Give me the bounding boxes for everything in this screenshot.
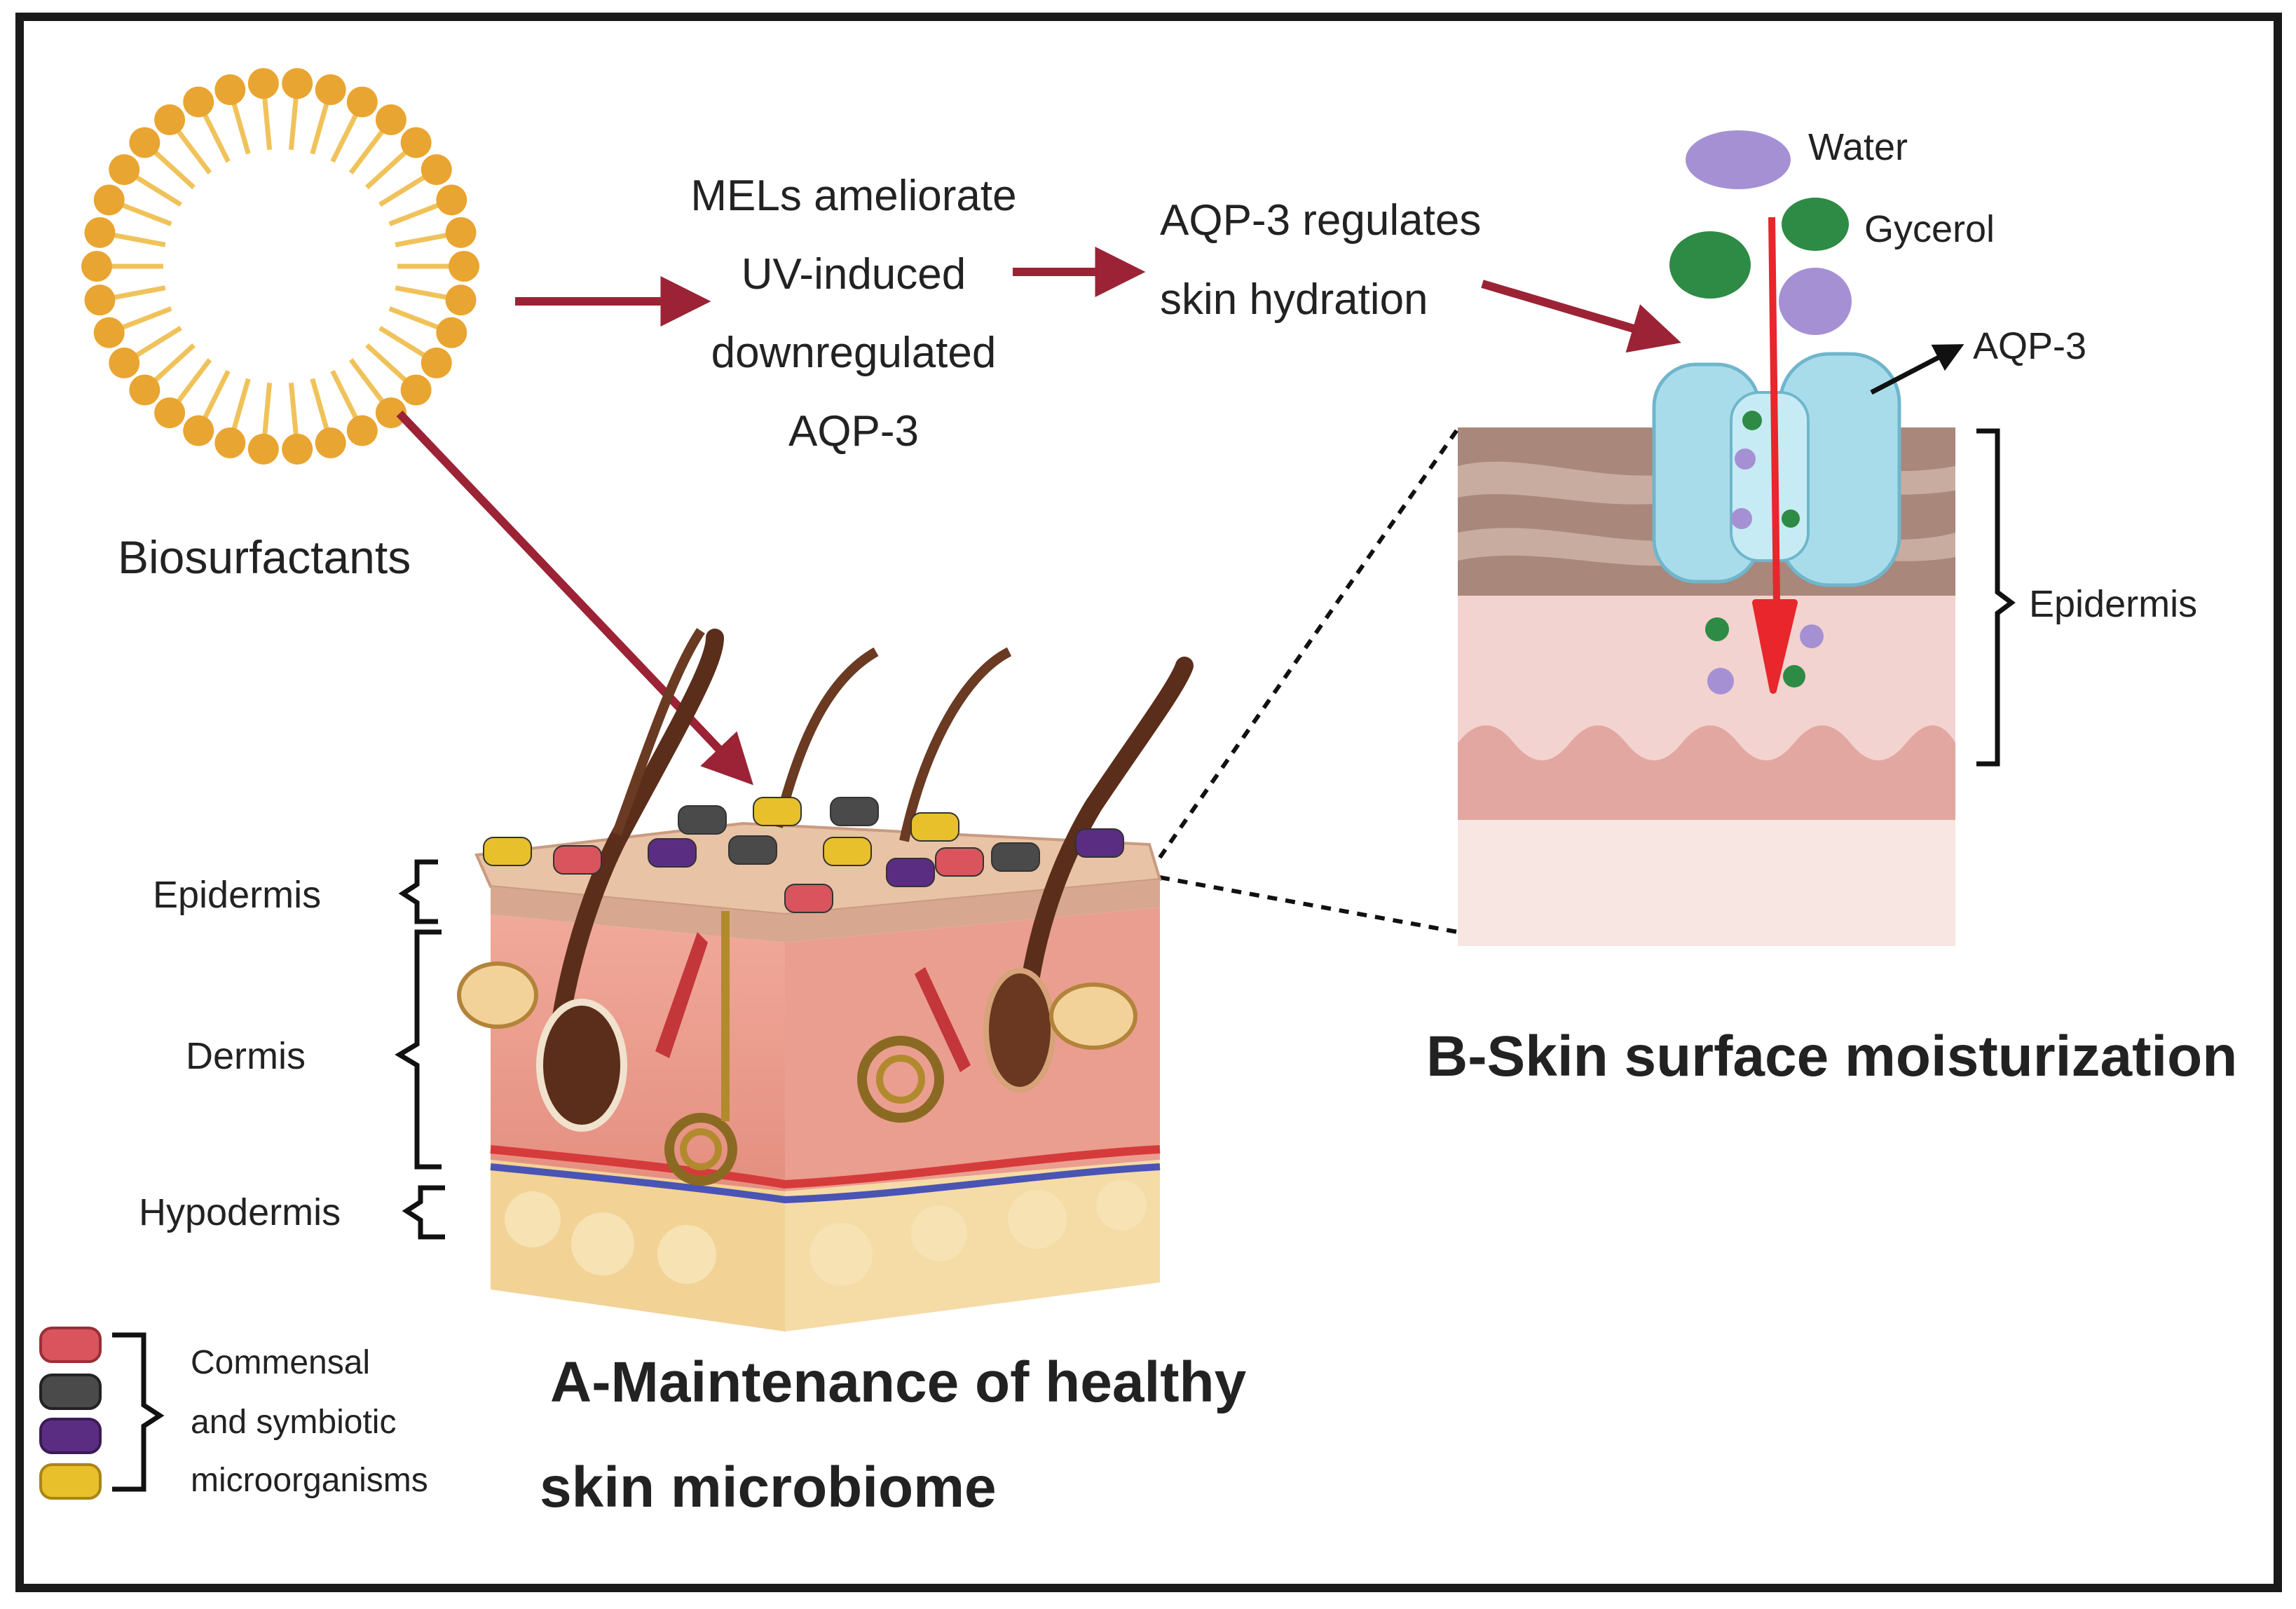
lipid-head — [129, 127, 160, 158]
water-molecule — [1686, 130, 1791, 189]
lipid-head — [129, 374, 160, 406]
lipid-head — [247, 68, 279, 100]
lipid-head — [436, 184, 467, 216]
epidermis-right-label: Epidermis — [2029, 583, 2197, 625]
skin-surface-microbes — [483, 797, 1124, 913]
microbe — [1075, 828, 1124, 858]
lipid-head — [315, 427, 346, 458]
title-a-line-2: skin microbiome — [540, 1456, 997, 1519]
lipid-head — [183, 86, 214, 118]
lipid-head — [93, 317, 125, 348]
arrow-aqp3-to-channel — [1481, 280, 1681, 353]
lipid-head — [109, 347, 140, 378]
microbe — [991, 842, 1040, 872]
legend-line-1: Commensal — [191, 1344, 370, 1381]
lipid-head — [375, 104, 406, 135]
microbe — [553, 845, 602, 875]
arrow-micelle-to-skin — [396, 410, 753, 786]
mels-line-2: UV-induced — [742, 250, 966, 299]
microbe — [483, 837, 532, 866]
lipid-head — [449, 251, 479, 282]
water-below-2 — [1707, 668, 1734, 694]
glycerol-label: Gycerol — [1864, 208, 1995, 250]
glycerol-below-1 — [1705, 617, 1729, 641]
microbe — [728, 835, 777, 865]
dermis-label: Dermis — [186, 1035, 306, 1077]
water-flow-arrow — [1752, 217, 1798, 694]
aqp3-regulates-line-2: skin hydration — [1160, 275, 1428, 324]
zoom-line-bottom — [1159, 875, 1458, 934]
mels-line-4: AQP-3 — [788, 407, 919, 456]
aqp3-regulates-line-1: AQP-3 regulates — [1160, 196, 1481, 245]
title-b: B-Skin surface moisturization — [1426, 1025, 2237, 1088]
microbe — [935, 847, 984, 877]
microbe-legend: Commensal and symbiotic microorganisms — [39, 1327, 428, 1500]
microbe — [886, 858, 935, 887]
mels-line-3: downregulated — [711, 329, 997, 377]
glycerol-below-2 — [1783, 665, 1805, 687]
microbe — [753, 797, 802, 826]
lipid-head — [375, 397, 406, 429]
aqp3-channel — [1652, 352, 1901, 587]
microbe — [678, 805, 727, 835]
lipid-head — [445, 217, 477, 248]
lipid-head — [315, 74, 346, 106]
lipid-head — [183, 415, 214, 446]
legend-swatch-red — [39, 1327, 102, 1363]
lipid-head — [247, 433, 279, 465]
mels-line-1: MELs ameliorate — [690, 172, 1016, 220]
water-below-1 — [1800, 624, 1824, 648]
lipid-head — [154, 104, 186, 135]
hypodermis-label: Hypodermis — [139, 1191, 341, 1233]
dermis-bracket — [395, 929, 442, 1170]
hypodermis-bracket — [402, 1185, 445, 1240]
zoom-line-top — [1147, 427, 1460, 874]
microbe — [830, 797, 879, 826]
microbe — [910, 812, 959, 842]
glycerol-molecule — [1782, 198, 1849, 251]
lipid-head — [81, 251, 112, 282]
microbe — [784, 884, 833, 913]
lipid-head — [154, 397, 186, 429]
glycerol-molecule-2 — [1669, 231, 1751, 299]
legend-swatch-gray — [39, 1374, 102, 1410]
lipid-head — [421, 347, 452, 378]
lipid-head — [282, 68, 313, 100]
lipid-head — [436, 317, 467, 348]
lipid-head — [346, 86, 378, 118]
title-a-line-1: A-Maintenance of healthy — [550, 1350, 1247, 1414]
water-molecule-2 — [1779, 268, 1852, 335]
skin-cross-section — [457, 628, 1194, 1331]
biosurfactant-micelle-icon — [81, 68, 479, 465]
lipid-head — [282, 433, 313, 465]
legend-bracket — [112, 1332, 165, 1492]
lipid-head — [109, 154, 140, 186]
legend-line-2: and symbiotic — [191, 1404, 396, 1441]
lipid-head — [84, 285, 116, 316]
lipid-head — [346, 415, 378, 446]
microbe — [823, 837, 872, 866]
aqp3-channel-label: AQP-3 — [1973, 325, 2086, 367]
lipid-head — [400, 127, 432, 158]
biosurfactants-label: Biosurfactants — [118, 531, 411, 583]
lipid-head — [400, 374, 432, 406]
legend-swatch-purple — [39, 1418, 102, 1454]
epidermis-left-bracket — [398, 859, 438, 924]
lipid-head — [93, 184, 125, 216]
lipid-head — [214, 74, 246, 106]
lipid-head — [84, 217, 116, 248]
aqp3-pointer-arrow — [1870, 344, 1964, 395]
epidermis-left-label: Epidermis — [153, 874, 321, 916]
lipid-head — [214, 427, 246, 458]
lipid-head — [445, 285, 477, 316]
water-label: Water — [1808, 126, 1908, 168]
legend-line-3: microorganisms — [191, 1462, 428, 1499]
microbe — [648, 838, 697, 868]
frame-border — [15, 13, 2282, 1592]
epidermis-right-bracket — [1976, 428, 2016, 767]
legend-swatch-yellow — [39, 1463, 102, 1500]
lipid-head — [421, 154, 452, 186]
